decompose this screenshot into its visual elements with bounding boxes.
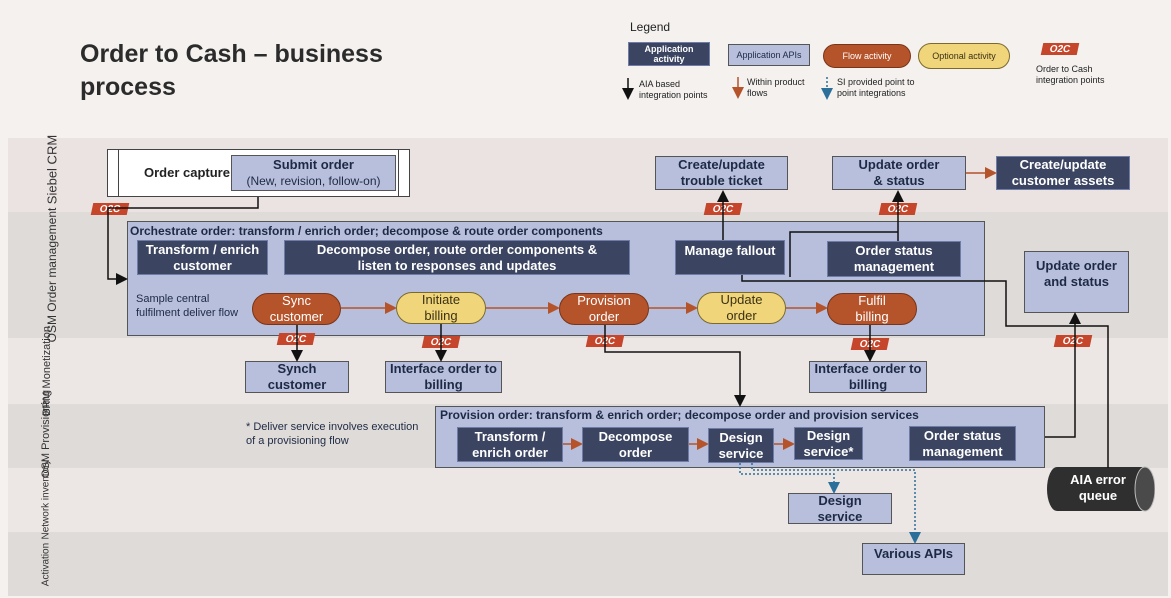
- o2c-tag-billing1: O2C: [421, 336, 461, 348]
- submit-order-label: Submit order: [273, 157, 354, 172]
- prov-design-service-star-box: Design service*: [794, 427, 863, 460]
- synch-customer-box: Synch customer: [245, 361, 349, 393]
- order-capture-label: Order capture: [144, 165, 230, 180]
- legend-aia-based: AIA based integration points: [639, 79, 708, 100]
- osm-container-title: Orchestrate order: transform / enrich or…: [130, 224, 603, 238]
- legend-application-activity: Application activity: [628, 42, 710, 66]
- create-ticket-box: Create/update trouble ticket: [655, 156, 788, 190]
- interface-billing-box-2: Interface order to billing: [809, 361, 927, 393]
- o2c-tag-ticket: O2C: [703, 203, 743, 215]
- legend-optional-activity: Optional activity: [918, 43, 1010, 69]
- sync-customer-pill: Sync customer: [252, 293, 341, 325]
- legend-heading: Legend: [630, 20, 671, 34]
- submit-order-box: Submit order (New, revision, follow-on): [231, 155, 396, 191]
- update-order-status-right-box: Update order and status: [1024, 251, 1129, 313]
- aia-error-queue: AIA error queue: [1047, 466, 1155, 512]
- lane-label-activation: Activation: [40, 542, 52, 587]
- provision-container-title: Provision order: transform & enrich orde…: [440, 408, 919, 422]
- lane-label-siebel: Siebel CRM: [44, 134, 60, 205]
- lane-band-brm: [8, 338, 1168, 404]
- update-order-status-box: Update order & status: [832, 156, 966, 190]
- prov-order-status-box: Order status management: [909, 426, 1016, 461]
- page-title: Order to Cash – business process: [80, 40, 383, 101]
- o2c-tag-provision: O2C: [585, 335, 625, 347]
- o2c-tag-right: O2C: [1053, 335, 1093, 347]
- provisioning-note: * Deliver service involves execution of …: [246, 421, 419, 447]
- initiate-billing-pill: Initiate billing: [396, 292, 486, 324]
- sample-flow-label: Sample central fulfilment deliver flow: [136, 293, 239, 319]
- prov-transform-box: Transform / enrich order: [457, 427, 563, 462]
- transform-enrich-customer-box: Transform / enrich customer: [137, 240, 268, 275]
- manage-fallout-box: Manage fallout: [675, 240, 785, 275]
- legend-o2c-points: Order to Cash integration points: [1036, 64, 1105, 85]
- decompose-order-box: Decompose order, route order components …: [284, 240, 630, 275]
- create-assets-box: Create/update customer assets: [996, 156, 1130, 190]
- o2c-tag-siebel: O2C: [90, 203, 130, 215]
- o2c-tag-sync: O2C: [276, 333, 316, 345]
- lane-band-network: [8, 468, 1168, 532]
- prov-design-service-box: Design service: [708, 428, 774, 463]
- network-design-service-box: Design service: [788, 493, 892, 524]
- lane-band-activation: [8, 532, 1168, 596]
- update-order-pill: Update order: [697, 292, 786, 324]
- legend-application-apis: Application APIs: [728, 44, 810, 66]
- legend-within-product: Within product flows: [747, 77, 805, 98]
- submit-order-sub: (New, revision, follow-on): [246, 174, 381, 188]
- o2c-tag-update-status: O2C: [878, 203, 918, 215]
- prov-decompose-box: Decompose order: [582, 427, 689, 462]
- legend-o2c-tag: O2C: [1040, 43, 1080, 55]
- interface-billing-box-1: Interface order to billing: [385, 361, 502, 393]
- order-status-mgmt-box: Order status management: [827, 241, 961, 277]
- legend-flow-activity: Flow activity: [823, 44, 911, 68]
- legend-si-provided: SI provided point to point integrations: [837, 77, 915, 98]
- aia-error-queue-label: AIA error queue: [1070, 472, 1126, 503]
- provision-order-pill: Provision order: [559, 293, 649, 325]
- fulfil-billing-pill: Fulfil billing: [827, 293, 917, 325]
- various-apis-box: Various APIs: [862, 543, 965, 575]
- o2c-tag-billing2: O2C: [850, 338, 890, 350]
